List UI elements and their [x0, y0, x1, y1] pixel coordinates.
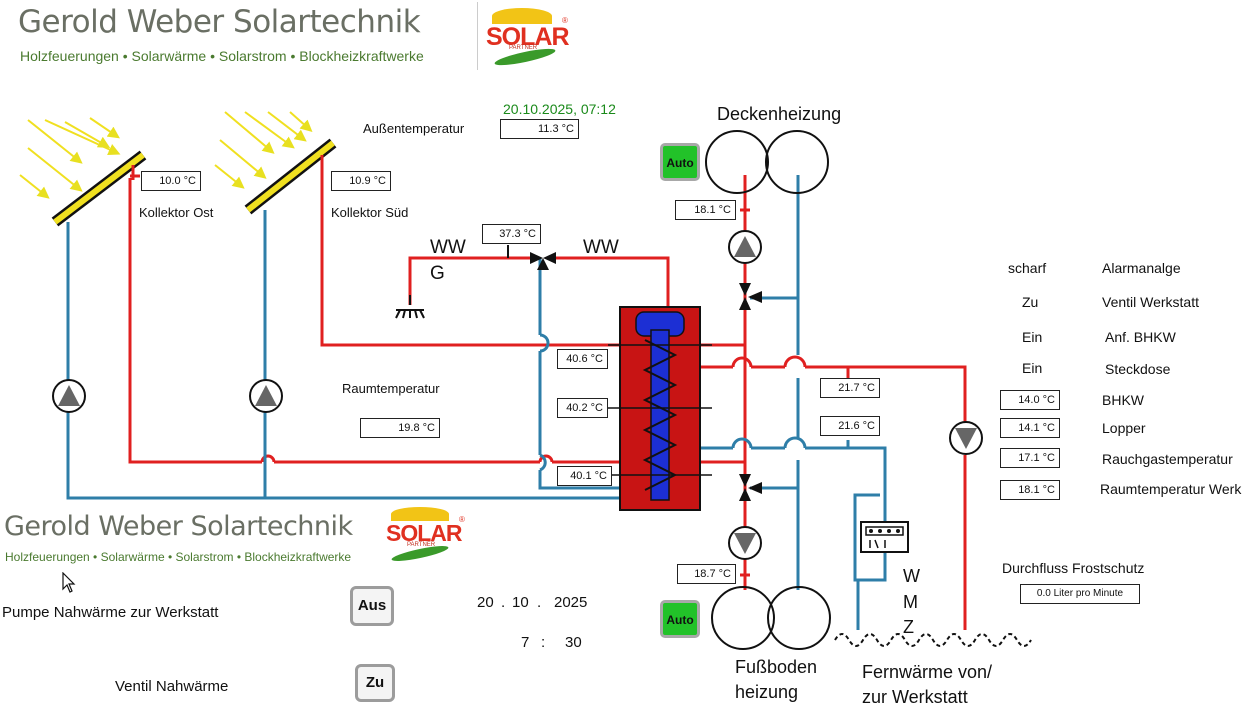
three-way-valve-floor-icon — [739, 474, 762, 501]
bhkw-label: BHKW — [1102, 392, 1144, 408]
lopper-label: Lopper — [1102, 420, 1146, 436]
valve-local-toggle-button[interactable]: Zu — [355, 664, 395, 702]
mouse-cursor-icon — [62, 572, 76, 593]
date-sep-1: . — [501, 594, 506, 611]
pump-floor-icon — [728, 526, 762, 560]
collector-south-label: Kollektor Süd — [331, 205, 409, 220]
logo-subtext-lower: PARTNER — [407, 542, 436, 548]
tank-temp-top: 40.6 °C — [557, 349, 608, 369]
solar-partner-logo-lower: SOLAR ® PARTNER — [385, 507, 470, 567]
ww-left-label: WW — [430, 237, 466, 258]
flow-label: Durchfluss Frostschutz — [1002, 560, 1145, 576]
collector-east-label: Kollektor Ost — [139, 205, 214, 220]
brand-title-lower: Gerold Weber Solartechnik — [4, 511, 353, 542]
floor-heating-title-2: heizung — [735, 682, 799, 702]
floor-heat-exchanger-icon — [711, 586, 831, 650]
lopper-temp: 14.1 °C — [1000, 418, 1060, 438]
workshop-room-temp: 18.1 °C — [1000, 480, 1060, 500]
logo-text-lower: SOLAR — [386, 520, 462, 546]
collector-south-temp: 10.9 °C — [331, 171, 391, 191]
date-day[interactable]: 20 — [477, 594, 494, 611]
status-valve-state: Zu — [1022, 294, 1039, 310]
outdoor-temp-value: 11.3 °C — [500, 119, 579, 139]
district-title-2: zur Werkstatt — [862, 687, 968, 707]
status-socket-label: Steckdose — [1105, 361, 1171, 377]
flue-gas-label: Rauchgastemperatur — [1102, 451, 1233, 467]
ground-line — [834, 633, 1032, 647]
date-month[interactable]: 10 — [512, 594, 529, 611]
tank-temp-bottom: 40.1 °C — [557, 466, 612, 486]
ww-right-label: WW — [583, 237, 619, 258]
sun-rays-east — [19, 117, 121, 199]
date-year[interactable]: 2025 — [554, 594, 588, 611]
wmz-w-label: W — [903, 566, 920, 586]
solar-partner-logo: SOLAR ® PARTNER — [477, 2, 570, 70]
brand-subtitle-lower: Holzfeuerungen • Solarwärme • Solarstrom… — [5, 550, 352, 564]
pump-workshop-toggle-button[interactable]: Aus — [350, 586, 394, 626]
collector-south-panel — [244, 138, 337, 215]
logo-text: SOLAR — [486, 23, 569, 51]
district-title-1: Fernwärme von/ — [862, 662, 993, 682]
datetime-top: 20.10.2025, 07:12 — [503, 101, 616, 117]
g-left-label: G — [430, 263, 445, 284]
sun-rays-south — [214, 111, 313, 189]
ceiling-auto-button[interactable]: Auto — [660, 143, 700, 181]
pump-collector-east-icon — [52, 379, 86, 413]
sun-logo-icon — [492, 8, 552, 24]
time-hour[interactable]: 7 — [521, 634, 530, 651]
mixing-valve-icon — [530, 252, 556, 270]
date-sep-2: . — [537, 594, 542, 611]
status-socket-state: Ein — [1022, 360, 1043, 376]
flue-gas-temp: 17.1 °C — [1000, 448, 1060, 468]
status-valve-label: Ventil Werkstatt — [1102, 294, 1200, 310]
workshop-room-label: Raumtemperatur Werk — [1100, 481, 1242, 497]
mixer-temp: 37.3 °C — [482, 224, 541, 244]
flow-value: 0.0 Liter pro Minute — [1020, 584, 1140, 604]
tank-temp-middle: 40.2 °C — [557, 398, 608, 418]
brand-title: Gerold Weber Solartechnik — [18, 4, 421, 40]
logo-registered-lower: ® — [459, 515, 465, 524]
outdoor-temp-label: Außentemperatur — [363, 121, 465, 136]
time-sep: : — [541, 634, 546, 651]
storage-tank — [608, 306, 712, 511]
wmz-m-label: M — [903, 592, 918, 612]
valve-local-label: Ventil Nahwärme — [115, 678, 229, 695]
district-temp-1: 21.7 °C — [820, 378, 880, 398]
pump-district-icon — [949, 421, 983, 455]
three-way-valve-ceiling-icon — [739, 283, 762, 310]
status-bhkw-state: Ein — [1022, 329, 1043, 345]
sun-logo-lower-icon — [391, 507, 449, 521]
bhkw-temp: 14.0 °C — [1000, 390, 1060, 410]
heat-meter-icon — [860, 521, 909, 553]
wmz-z-label: Z — [903, 617, 914, 637]
pump-workshop-label: Pumpe Nahwärme zur Werkstatt — [2, 604, 219, 621]
status-alarm-state: scharf — [1008, 260, 1047, 276]
floor-heating-title-1: Fußboden — [735, 657, 818, 677]
room-temp-value: 19.8 °C — [360, 418, 440, 438]
collector-east-panel — [51, 150, 147, 227]
status-bhkw-label: Anf. BHKW — [1105, 329, 1176, 345]
logo-subtext: PARTNER — [509, 45, 538, 51]
ceiling-heating-title: Deckenheizung — [717, 104, 842, 124]
brand-subtitle: Holzfeuerungen • Solarwärme • Solarstrom… — [20, 48, 424, 64]
time-minute[interactable]: 30 — [565, 634, 582, 651]
status-alarm-label: Alarmanalge — [1102, 260, 1181, 276]
ceiling-temp: 18.1 °C — [675, 200, 736, 220]
logo-registered: ® — [562, 16, 568, 25]
collector-east-temp: 10.0 °C — [141, 171, 201, 191]
room-temp-label: Raumtemperatur — [342, 381, 440, 396]
pump-collector-south-icon — [249, 379, 283, 413]
ceiling-heat-exchanger-icon — [705, 130, 829, 194]
district-temp-2: 21.6 °C — [820, 416, 880, 436]
pump-ceiling-icon — [728, 230, 762, 264]
shower-head-icon — [395, 295, 425, 319]
floor-temp: 18.7 °C — [677, 564, 736, 584]
floor-auto-button[interactable]: Auto — [660, 600, 700, 638]
